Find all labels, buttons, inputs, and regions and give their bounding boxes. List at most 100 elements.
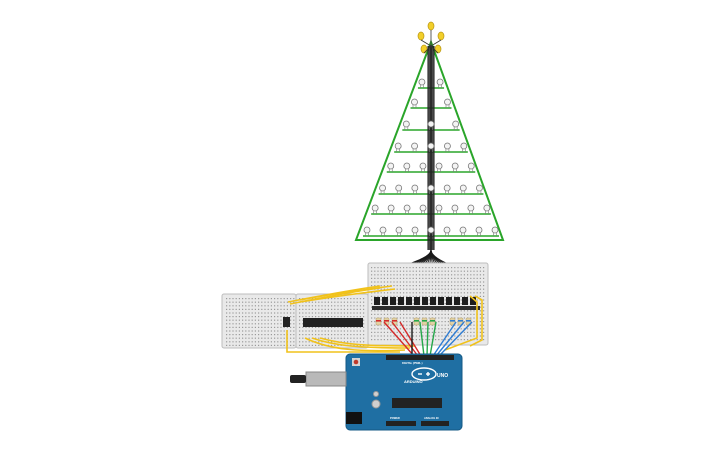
power-header[interactable] <box>386 421 416 426</box>
breadboard-hole <box>321 334 323 336</box>
tree-led[interactable] <box>444 142 451 152</box>
tree-led[interactable] <box>444 98 451 108</box>
breadboard-left[interactable] <box>221 293 297 349</box>
usb-cable[interactable] <box>290 375 306 383</box>
star-led[interactable] <box>430 44 442 54</box>
tree-led[interactable] <box>411 226 419 236</box>
transistor[interactable] <box>398 297 404 305</box>
tree-led[interactable] <box>379 226 387 236</box>
transistor[interactable] <box>430 297 436 305</box>
tree-led[interactable] <box>403 162 411 172</box>
component-row-black[interactable] <box>372 297 480 310</box>
tree-led[interactable] <box>483 204 491 214</box>
tree-led[interactable] <box>427 120 435 130</box>
star-led[interactable] <box>430 31 445 47</box>
breadboard-hole <box>347 341 349 343</box>
tree-led[interactable] <box>411 98 418 108</box>
tree-led[interactable] <box>371 204 379 214</box>
tree-led[interactable] <box>475 226 483 236</box>
yellow-jumper-wires[interactable] <box>286 285 483 353</box>
tree-led[interactable] <box>435 204 443 214</box>
tree-led[interactable] <box>491 226 499 236</box>
transistor[interactable] <box>382 297 388 305</box>
analog-header[interactable] <box>421 421 449 426</box>
usb-connector[interactable] <box>305 371 347 387</box>
resistor[interactable] <box>457 317 464 326</box>
digital-header[interactable] <box>386 355 454 360</box>
tree-led[interactable] <box>379 184 386 194</box>
reset-button-cap[interactable] <box>353 359 359 365</box>
breadboard-hole <box>251 308 253 310</box>
breadboard-hole <box>308 312 310 314</box>
transistor[interactable] <box>438 297 444 305</box>
transistor[interactable] <box>454 297 460 305</box>
resistor-row[interactable] <box>375 317 472 326</box>
tree-led[interactable] <box>436 78 444 88</box>
tree-led[interactable] <box>419 162 427 172</box>
signal-wires-to-arduino[interactable] <box>383 321 473 357</box>
tree-led[interactable] <box>411 142 418 152</box>
tree-led[interactable] <box>443 226 451 236</box>
tree-led[interactable] <box>363 226 371 236</box>
arduino-uno-board[interactable]: ARDUINO UNO DIGITAL (PWM~) ANALOG IN POW… <box>290 353 463 431</box>
transistor[interactable] <box>414 297 420 305</box>
tree-led[interactable] <box>443 184 451 194</box>
transistor[interactable] <box>390 297 396 305</box>
tree-led[interactable] <box>451 162 459 172</box>
breadboard-hole <box>467 328 469 330</box>
breadboard-hole <box>274 305 276 307</box>
breadboard-hole <box>248 308 250 310</box>
tree-led[interactable] <box>387 162 395 172</box>
resistor[interactable] <box>413 317 420 326</box>
tree-led[interactable] <box>467 162 475 172</box>
transistor[interactable] <box>462 297 468 305</box>
tree-led[interactable] <box>427 184 435 194</box>
transistor[interactable] <box>374 297 380 305</box>
breadboard-hole <box>483 310 485 312</box>
ic-chip-left[interactable] <box>283 317 290 327</box>
tree-led[interactable] <box>427 226 435 236</box>
breadboard-hole <box>463 335 465 337</box>
breadboard-hole <box>470 267 472 269</box>
tree-led[interactable] <box>467 204 475 214</box>
tree-led[interactable] <box>411 184 419 194</box>
shift-register-chip-row[interactable] <box>303 318 363 327</box>
star-led[interactable] <box>417 31 432 47</box>
resistor[interactable] <box>429 317 436 326</box>
breadboard-hole <box>299 308 301 310</box>
tree-led[interactable] <box>452 120 460 130</box>
tree-led[interactable] <box>394 142 402 152</box>
tree-led[interactable] <box>459 184 467 194</box>
tree-led[interactable] <box>387 204 395 214</box>
tree-led[interactable] <box>402 120 410 130</box>
tree-led[interactable] <box>476 184 483 194</box>
christmas-tree-led-matrix[interactable] <box>354 21 505 250</box>
transistor[interactable] <box>470 297 476 305</box>
breadboard-hole <box>331 298 333 300</box>
star-leds[interactable] <box>417 21 445 54</box>
transistor[interactable] <box>446 297 452 305</box>
resistor[interactable] <box>375 317 382 326</box>
tree-led[interactable] <box>395 184 403 194</box>
tree-led[interactable] <box>419 204 427 214</box>
tree-led[interactable] <box>460 142 468 152</box>
tree-led[interactable] <box>435 162 443 172</box>
power-jack[interactable] <box>346 412 362 424</box>
transistor[interactable] <box>422 297 428 305</box>
tree-led[interactable] <box>451 204 459 214</box>
star-led[interactable] <box>427 21 435 46</box>
resistor[interactable] <box>421 317 428 326</box>
transistor[interactable] <box>406 297 412 305</box>
breadboard-hole <box>447 321 449 323</box>
star-led[interactable] <box>420 44 432 54</box>
tree-led[interactable] <box>427 142 435 152</box>
tree-led[interactable] <box>395 226 403 236</box>
resistor[interactable] <box>449 317 456 326</box>
tree-led[interactable] <box>459 226 467 236</box>
tree-led[interactable] <box>418 78 426 88</box>
breadboard-hole <box>327 337 329 339</box>
resistor[interactable] <box>465 317 472 326</box>
tree-led[interactable] <box>403 204 411 214</box>
breadboard-hole <box>318 337 320 339</box>
breadboard-hole <box>286 316 288 318</box>
